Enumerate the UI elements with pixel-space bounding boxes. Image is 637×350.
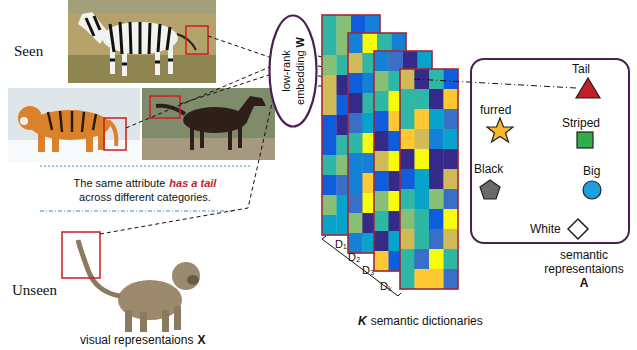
text-run: across different categories.	[38, 190, 252, 204]
horse-photo	[142, 88, 275, 160]
group-label: Unseen	[12, 281, 57, 299]
attribute-name: Striped	[562, 116, 600, 130]
attribute-name: Big	[583, 164, 600, 178]
text-run: has a tail	[169, 177, 216, 189]
note-text: The same attributehas a tailacross diffe…	[38, 176, 252, 204]
zebra-photo	[68, 0, 216, 83]
monkey-picture	[62, 232, 200, 332]
axis-caption: Ksemantic dictionaries	[358, 314, 483, 328]
axis-caption: visual representaions X	[80, 333, 205, 347]
symbol-letter: A	[536, 276, 632, 290]
dictionary-label: D₃	[362, 264, 374, 277]
text-run: K	[358, 314, 367, 328]
semantic-dictionaries	[322, 15, 458, 289]
box-heading: semantic representaionsA	[536, 248, 632, 290]
text-run: X	[197, 333, 205, 347]
symbol-letter: W	[294, 37, 306, 47]
attribute-box: semantic representaionsA	[470, 58, 630, 244]
dictionary-label: Dₖ	[380, 280, 392, 293]
text-run: visual representaions	[80, 333, 193, 347]
attribute-name: White	[530, 222, 561, 236]
dictionary-label: D₁	[335, 238, 347, 251]
attribute-name: furred	[480, 103, 511, 117]
ellipse-outline	[268, 14, 318, 128]
embedding-ellipse: low-rank embedding W	[268, 14, 318, 128]
attribute-name: Black	[474, 162, 503, 176]
node-label: semantic representaions	[536, 248, 632, 276]
dictionary-label: D₂	[348, 251, 360, 264]
tiger-photo	[8, 88, 140, 163]
attribute-name: Tail	[572, 62, 590, 76]
text-run: The same attribute	[74, 177, 166, 189]
attribute-symbols	[480, 78, 601, 239]
text-run: semantic dictionaries	[371, 314, 483, 328]
node-label: low-rank embedding	[280, 50, 306, 105]
rotated-text: low-rank embedding W	[279, 29, 307, 113]
group-label: Seen	[14, 42, 43, 60]
